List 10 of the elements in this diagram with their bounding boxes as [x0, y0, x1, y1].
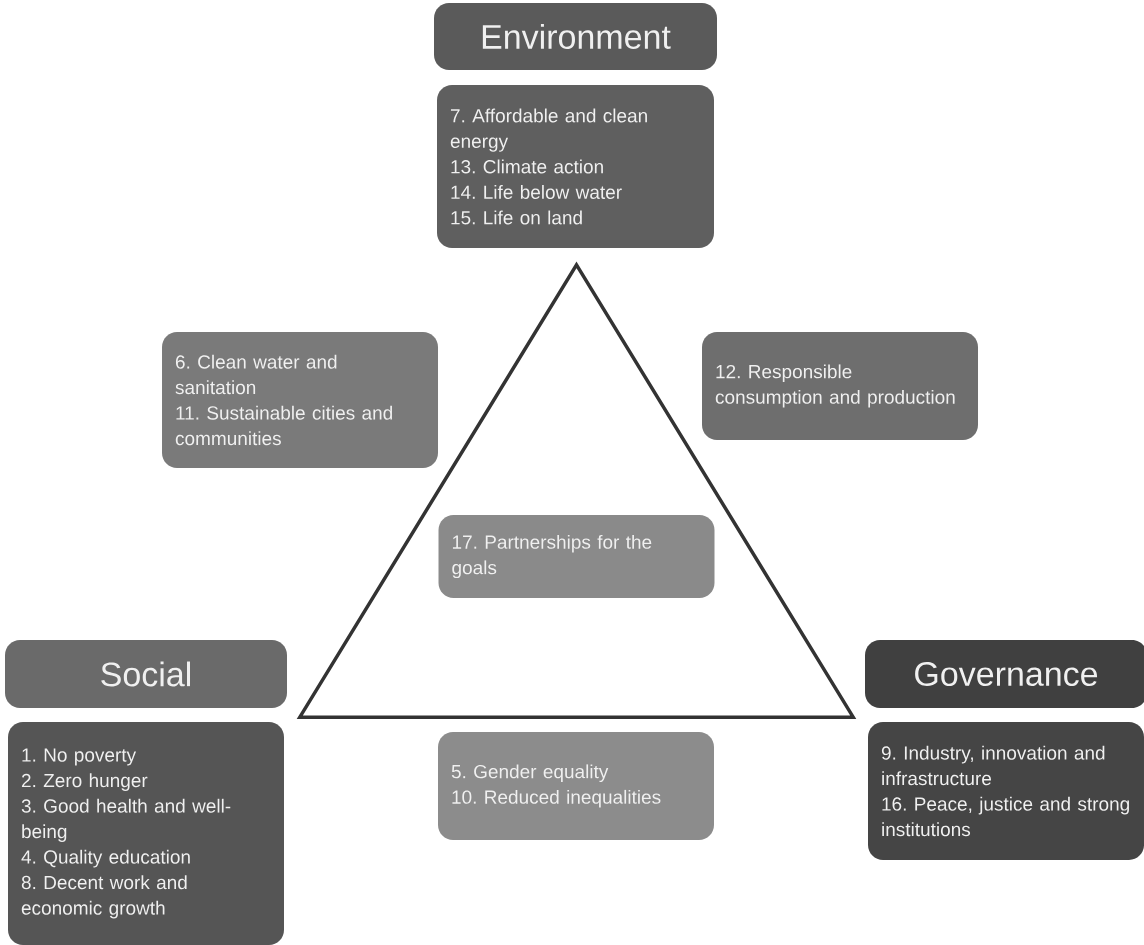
goals-box: 17. Partnerships for the goals: [438, 515, 715, 598]
goals-box: 1. No poverty 2. Zero hunger 3. Good health and well-being 4. Quality education 8. Decent work and economic growth: [8, 722, 284, 945]
goals-box: 7. Affordable and clean energy 13. Climate action 14. Life below water 15. Life on land: [437, 85, 714, 248]
category-header: Environment: [434, 3, 717, 70]
goals-box: 5. Gender equality 10. Reduced inequalities: [438, 732, 714, 840]
category-header: Governance: [865, 640, 1144, 708]
goals-box: 9. Industry, innovation and infrastructure 16. Peace, justice and strong institutions: [868, 722, 1144, 860]
goals-box: 6. Clean water and sanitation 11. Sustainable cities and communities: [162, 332, 438, 468]
category-header: Social: [5, 640, 287, 708]
goals-box: 12. Responsible consumption and production: [702, 332, 978, 440]
